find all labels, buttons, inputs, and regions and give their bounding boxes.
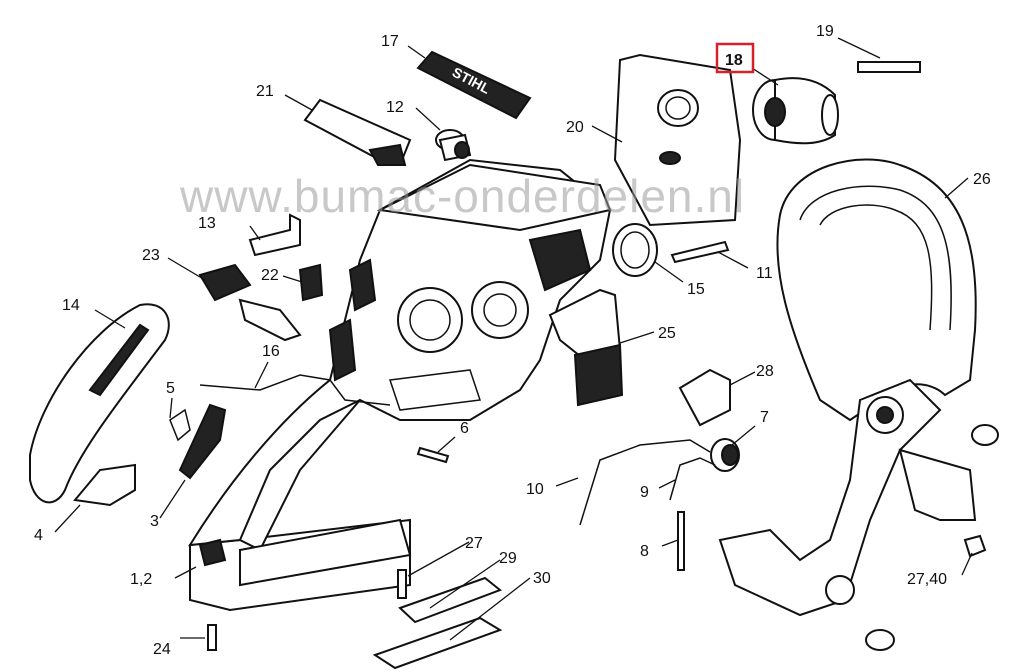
part-21-cover-end — [368, 143, 407, 166]
part-14-guard-slot — [88, 323, 150, 397]
part-3-trigger — [178, 403, 227, 480]
part-14-guard — [29, 303, 170, 504]
part-label-18: 18 — [725, 52, 743, 69]
part-label-25: 25 — [658, 325, 676, 342]
part-29-plate — [398, 576, 502, 624]
part-23-throttle — [198, 263, 302, 342]
part-12-bushing — [435, 129, 472, 162]
part-label-17: 17 — [381, 33, 399, 50]
part-6-pin — [416, 446, 450, 464]
handle-bar-nut — [865, 629, 895, 651]
part-30-plate — [372, 616, 503, 670]
part-9-hose — [669, 457, 716, 501]
watermark-text: www.bumac-onderdelen.nl — [179, 170, 745, 222]
part-7-filter-cap — [710, 438, 740, 472]
part-label-24: 24 — [153, 641, 171, 658]
part-label-16: 16 — [262, 343, 280, 360]
part-10-hose — [579, 439, 711, 526]
handle-base — [718, 378, 977, 617]
part-label-26: 26 — [973, 171, 991, 188]
part-28-cap — [678, 368, 731, 427]
part-label-5: 5 — [166, 380, 175, 397]
part-label-7: 7 — [760, 409, 769, 426]
part-label-6: 6 — [460, 420, 469, 437]
part-label-3: 3 — [150, 513, 159, 530]
part-label-22: 22 — [261, 267, 279, 284]
part-8-spring — [677, 511, 685, 571]
part-label-27-40: 27,40 — [907, 571, 947, 588]
part-27-40-screw — [963, 534, 987, 558]
leader-lines — [54, 37, 973, 641]
part-label-4: 4 — [34, 527, 43, 544]
part-4-catch — [73, 463, 136, 507]
part-label-28: 28 — [756, 363, 774, 380]
part-label-29: 29 — [499, 550, 517, 567]
part-label-10: 10 — [526, 481, 544, 498]
part-13-lever — [248, 213, 301, 257]
part-label-1-2: 1,2 — [130, 571, 152, 588]
part-11-screw — [670, 240, 730, 264]
part-27-screw — [397, 569, 407, 599]
part-label-9: 9 — [640, 484, 649, 501]
crankcase-housing — [188, 158, 612, 612]
part-label-12: 12 — [386, 99, 404, 116]
part-labels: 1,2 3 4 5 6 7 8 9 10 11 12 13 14 15 16 1… — [34, 23, 991, 658]
part-18-intake-boot — [752, 77, 839, 145]
part-label-19: 19 — [816, 23, 834, 40]
part-17-decal: STIHL — [416, 50, 532, 120]
highlight-box-18 — [715, 42, 755, 74]
part-label-15: 15 — [687, 281, 705, 298]
part-22-clip — [298, 263, 324, 302]
handle-bar-nut-upper — [971, 424, 999, 446]
part-label-11: 11 — [756, 265, 773, 282]
part-label-30: 30 — [533, 570, 551, 587]
part-label-13: 13 — [198, 215, 216, 232]
part-label-27: 27 — [465, 535, 483, 552]
part-label-8: 8 — [640, 543, 649, 560]
part-5-spring — [169, 408, 191, 442]
part-label-21: 21 — [256, 83, 274, 100]
part-26-handlebar — [776, 158, 977, 422]
part-20-cover-plate — [613, 53, 742, 227]
part-label-23: 23 — [142, 247, 160, 264]
part-label-14: 14 — [62, 297, 80, 314]
part-16-rod — [199, 374, 391, 406]
part-label-20: 20 — [566, 119, 584, 136]
part-25-filter — [548, 288, 624, 407]
part-19-spring — [857, 61, 921, 73]
part-24-screw — [207, 624, 217, 651]
part-15-damper — [612, 223, 658, 277]
